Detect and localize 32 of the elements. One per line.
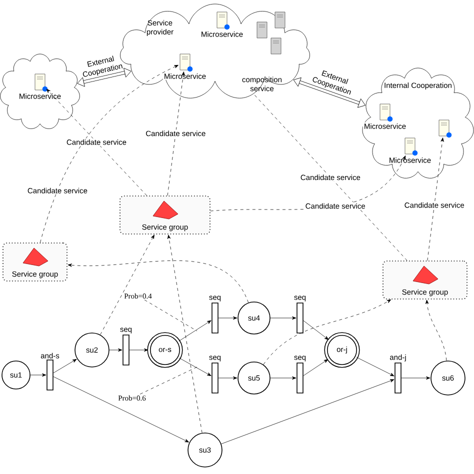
arrow [401,376,430,380]
arrow [100,234,154,335]
arrow [270,376,296,380]
arrow [303,359,328,376]
arrow [178,320,212,342]
arrow [167,234,202,434]
arrow [68,260,249,303]
double-arrow [77,68,132,87]
arrow [270,316,296,320]
arrow [425,300,447,361]
server-icon [438,120,452,138]
arrow [167,72,185,196]
arrow [218,376,238,380]
arrow [109,348,122,352]
arrow [303,320,329,340]
connector [254,94,408,261]
double-arrow [293,77,366,108]
arrow [356,357,394,376]
arrow [46,88,147,196]
arrow [263,299,392,365]
arrow [53,376,190,442]
arrow [40,64,178,243]
cloud [0,54,80,129]
arrow [218,316,238,320]
arrow [129,348,148,352]
arrow [53,359,77,374]
arrow [179,358,212,376]
arrow [427,138,444,261]
arrow [221,379,394,444]
leader-line [140,366,198,394]
leader-line [144,300,198,332]
arrow [30,373,46,377]
